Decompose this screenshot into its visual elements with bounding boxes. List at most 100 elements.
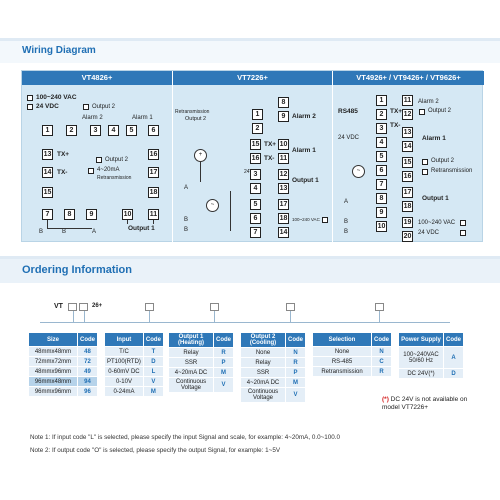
code-cell: C: [371, 356, 392, 367]
wire: [230, 191, 231, 231]
code-cell: 96: [77, 386, 98, 397]
terminal-10: 10: [122, 209, 133, 220]
terminal-6: 6: [148, 125, 159, 136]
terminal-17: 17: [278, 199, 289, 210]
terminal-15: 15: [42, 187, 53, 198]
output2-label: Output 2: [428, 108, 452, 114]
terminal-6: 6: [376, 165, 387, 176]
code-header: Code: [213, 332, 234, 348]
input-cell: PT100(RTD): [104, 356, 144, 367]
output2-label: Output 2: [431, 158, 455, 164]
terminal-8: 8: [278, 97, 289, 108]
code-cell: R: [371, 366, 392, 377]
terminal-1: 1: [252, 109, 263, 120]
tx-plus-label: TX+: [264, 141, 277, 148]
panel-divider: [332, 71, 333, 243]
rtd-a-label: A: [184, 185, 189, 191]
code-cell: V: [213, 377, 234, 393]
vdc-label: 24 VDC: [338, 135, 360, 141]
terminal-5: 5: [250, 199, 261, 210]
code-cell: R: [285, 357, 306, 368]
code-header: Code: [285, 332, 306, 348]
rtd-b-label: B: [184, 227, 189, 233]
terminal-14: 14: [278, 227, 289, 238]
header-vt4926: VT4926+ / VT9426+ / VT9626+: [333, 71, 484, 85]
selection-cell: RS-485: [312, 356, 372, 367]
output2-header: Output 2 (Cooling): [240, 332, 286, 348]
alarm2-label: Alarm 2: [292, 113, 316, 120]
alarm2-label: Alarm 2: [418, 99, 439, 105]
power-checkbox: [460, 230, 466, 236]
terminal-1: 1: [376, 95, 387, 106]
terminal-5: 5: [376, 151, 387, 162]
alarm1-label: Alarm 1: [422, 135, 446, 142]
terminal-8: 8: [64, 209, 75, 220]
code-cell: V: [285, 387, 306, 403]
size-cell: 48mmx48mm: [28, 346, 78, 357]
connector-stem: [73, 311, 74, 322]
terminal-11: 11: [402, 95, 413, 106]
power-checkbox: [460, 220, 466, 226]
note-text: DC 24V is not available on model VT7226+: [382, 396, 468, 411]
power-header: Power Supply: [398, 332, 444, 347]
terminal-15: 15: [402, 157, 413, 168]
code-cell: M: [285, 377, 306, 388]
terminal-17: 17: [402, 187, 413, 198]
code-cell: D: [142, 356, 164, 367]
terminal-16: 16: [250, 153, 261, 164]
connector-stem: [214, 311, 215, 322]
tx-minus-label: TX-: [390, 122, 401, 129]
code-cell: M: [213, 367, 234, 378]
terminal-11: 11: [148, 209, 159, 220]
terminal-7: 7: [42, 209, 53, 220]
thermocouple-icon: ~: [206, 199, 219, 212]
terminal-16: 16: [148, 149, 159, 160]
output2-checkbox: [422, 159, 428, 165]
terminal-18: 18: [278, 213, 289, 224]
terminal-9: 9: [376, 207, 387, 218]
note-2: Note 2: If output code "O" is selected, …: [30, 447, 281, 454]
terminal-2: 2: [376, 109, 387, 120]
terminal-3: 3: [250, 169, 261, 180]
size-cell: 48mmx96mm: [28, 366, 78, 377]
power-cell: 100~240VAC 50/60 Hz: [398, 346, 444, 369]
rtd-a-label: A: [92, 229, 97, 235]
terminal-4: 4: [108, 125, 119, 136]
terminal-3: 3: [376, 123, 387, 134]
rtd-a-label: A: [344, 199, 349, 205]
code-box-power: [375, 303, 384, 311]
output2-cell: None: [240, 347, 286, 358]
code-box-output2: [210, 303, 219, 311]
alarm1-label: Alarm 1: [292, 147, 316, 154]
alarm1-label: Alarm 1: [132, 115, 153, 121]
dc-source-icon: +: [194, 149, 207, 162]
power-label: 100~240 VAC: [418, 220, 456, 226]
terminal-14: 14: [402, 141, 413, 152]
terminal-16: 16: [402, 171, 413, 182]
output2-checkbox: [96, 157, 102, 163]
code-header: Code: [371, 332, 392, 347]
tx-minus-label: TX-: [264, 155, 275, 162]
power-label: 24 VDC: [418, 230, 440, 236]
terminal-9: 9: [86, 209, 97, 220]
code-box-size: [68, 303, 77, 311]
retrans-label: Retransmission: [431, 168, 473, 174]
terminal-12: 12: [278, 169, 289, 180]
input-header: Input: [104, 332, 144, 347]
power-checkbox: [27, 104, 33, 110]
connector-stem: [290, 311, 291, 322]
code-cell: P: [213, 357, 234, 368]
rtd-b-label: B: [39, 229, 44, 235]
rtd-b-label: B: [62, 229, 67, 235]
terminal-17: 17: [148, 167, 159, 178]
ma-label: 4~20mA: [97, 167, 120, 173]
code-cell: 94: [77, 376, 98, 387]
output1-header: Output 1 (Heating): [168, 332, 214, 348]
code-connector-line: [40, 322, 450, 323]
code-cell: 48: [77, 346, 98, 357]
wiring-diagram-panel: VT4826+ VT7226+ VT4926+ / VT9426+ / VT96…: [21, 70, 484, 243]
code-cell: M: [142, 386, 164, 397]
